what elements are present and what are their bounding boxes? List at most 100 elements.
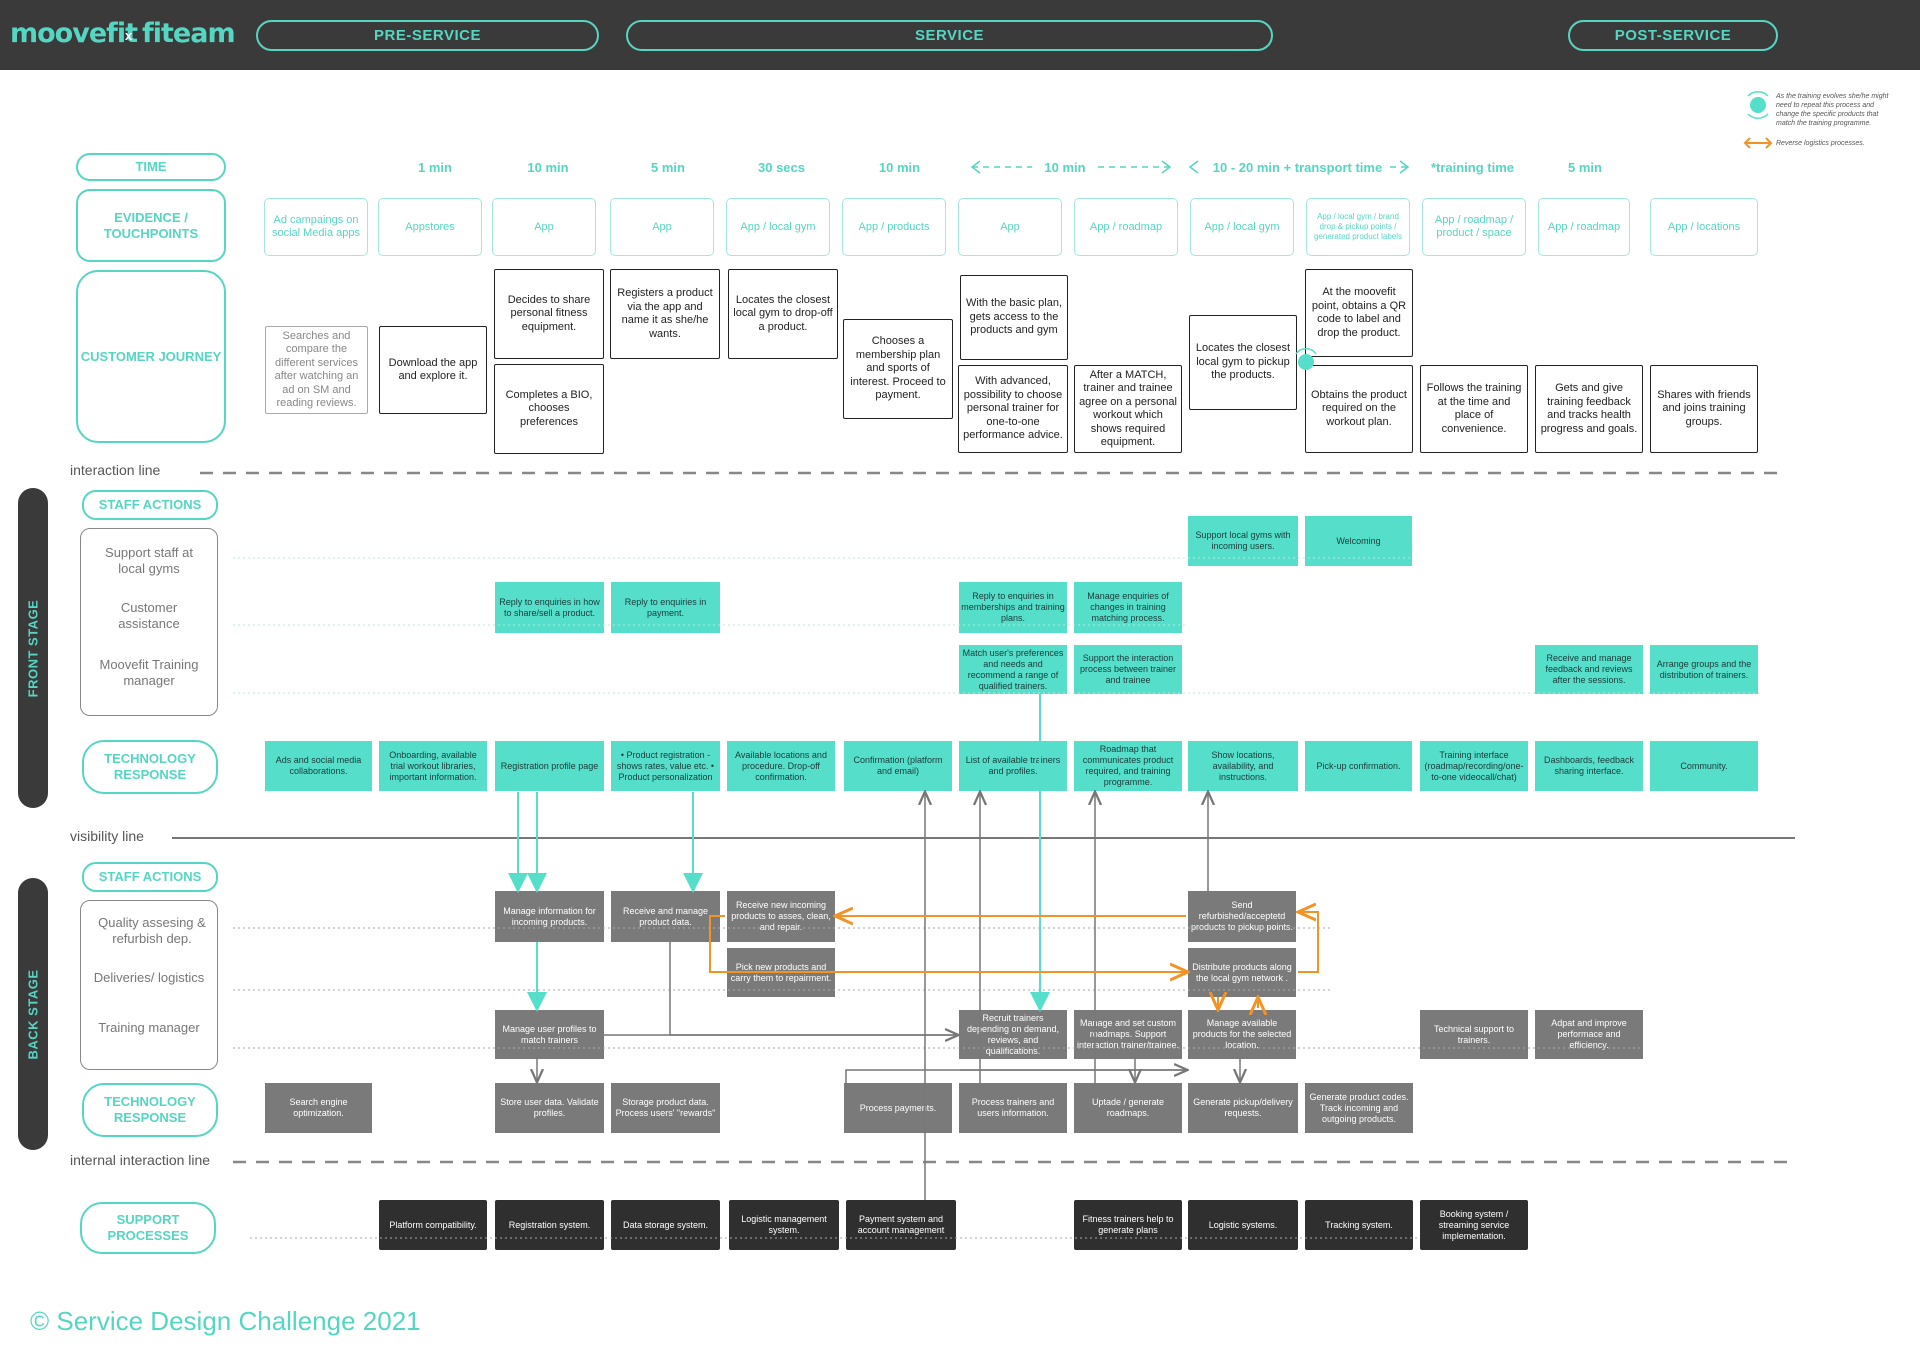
touchpoint-1: Ad campaings on social Media apps xyxy=(264,198,368,256)
back-send-refurb: Send refurbished/acceptetd products to p… xyxy=(1188,891,1296,942)
header-bar: moovefit x fiteam PRE-SERVICE SERVICE PO… xyxy=(0,0,1920,70)
journey-decides: Decides to share personal fitness equipm… xyxy=(494,269,604,359)
support-6: Fitness trainers help to generate plans xyxy=(1074,1200,1182,1250)
journey-follows-training: Follows the training at the time and pla… xyxy=(1420,365,1528,453)
support-1: Platform compatibility. xyxy=(379,1200,487,1250)
time-4: 30 secs xyxy=(758,160,805,175)
internal-line-label: internal interaction line xyxy=(70,1152,211,1168)
touchpoint-13: App / locations xyxy=(1650,198,1758,256)
tech-front-11: Training interface (roadmap/recording/on… xyxy=(1420,741,1528,791)
tech-back-process-trainers: Process trainers and users information. xyxy=(959,1083,1067,1133)
tech-back-seo: Search engine optimization. xyxy=(265,1083,372,1133)
support-3: Data storage system. xyxy=(611,1200,720,1250)
interaction-line-label: interaction line xyxy=(70,462,161,478)
back-distribute: Distribute products along the local gym … xyxy=(1188,948,1296,997)
support-processes: SUPPORT PROCESSES xyxy=(80,1202,216,1254)
journey-shares: Shares with friends and joins training g… xyxy=(1650,365,1758,453)
lane-customer-assistance: Customer assistance xyxy=(118,600,180,631)
touchpoint-2: Appstores xyxy=(378,198,482,256)
row-evidence: EVIDENCE / TOUCHPOINTS xyxy=(76,189,226,262)
touchpoint-7: App xyxy=(958,198,1062,256)
tech-back-generate-pickup: Generate pickup/delivery requests. xyxy=(1188,1083,1298,1133)
fiteam-logo: fiteam xyxy=(142,18,236,49)
journey-feedback: Gets and give training feedback and trac… xyxy=(1535,365,1643,453)
tech-front-4: • Product registration - shows rates, va… xyxy=(611,741,720,791)
tech-front-7: List of available trainers and profiles. xyxy=(959,741,1067,791)
time-7: 10 - 20 min + transport time xyxy=(1212,160,1383,175)
touchpoint-6: App / products xyxy=(842,198,946,256)
staff-actions-front: STAFF ACTIONS xyxy=(82,490,218,520)
back-receive-data: Receive and manage product data. xyxy=(611,891,720,942)
tech-front-5: Available locations and procedure. Drop-… xyxy=(727,741,835,791)
tech-front-2: Onboarding, available trial workout libr… xyxy=(379,741,487,791)
tech-front-3: Registration profile page xyxy=(495,741,604,791)
moovefit-logo: moovefit xyxy=(10,18,138,49)
front-stage-bar: FRONT STAGE xyxy=(18,488,48,808)
support-5: Payment system and account management xyxy=(846,1200,956,1250)
tech-back-generate-codes: Generate product codes. Track incoming a… xyxy=(1305,1083,1413,1133)
row-customer-journey: CUSTOMER JOURNEY xyxy=(76,270,226,443)
phase-post-service: POST-SERVICE xyxy=(1568,20,1778,51)
back-recruit: Recruit trainers depending on demand, re… xyxy=(959,1010,1067,1059)
journey-completes: Completes a BIO, chooses preferences xyxy=(494,364,604,454)
tech-back-storage: Storage product data. Process users' "re… xyxy=(611,1083,720,1133)
journey-advanced-plan: With advanced, possibility to choose per… xyxy=(958,365,1068,453)
phase-service: SERVICE xyxy=(626,20,1273,51)
phase-pre-service: PRE-SERVICE xyxy=(256,20,599,51)
front-stage-label: FRONT STAGE xyxy=(25,599,41,697)
back-receive-new: Receive new incoming products to asses, … xyxy=(727,891,835,942)
journey-chooses-plan: Chooses a membership plan and sports of … xyxy=(843,319,953,419)
lane-quality: Quality assesing & refurbish dep. xyxy=(98,915,206,946)
support-9: Booking system / streaming service imple… xyxy=(1420,1200,1528,1250)
staff-match-prefs: Match user's preferences and needs and r… xyxy=(959,645,1067,694)
journey-searches: Searches and compare the different servi… xyxy=(265,326,368,414)
touchpoint-3: App xyxy=(492,198,596,256)
lane-deliveries: Deliveries/ logistics xyxy=(93,970,205,985)
time-3: 5 min xyxy=(651,160,685,175)
staff-reply-share: Reply to enquiries in how to share/sell … xyxy=(495,582,604,633)
staff-support-interaction: Support the interaction process between … xyxy=(1074,645,1182,694)
staff-manage-changes: Manage enquiries of changes in training … xyxy=(1074,582,1182,633)
staff-arrange-groups: Arrange groups and the distribution of t… xyxy=(1650,645,1758,694)
time-6: 10 min xyxy=(1044,160,1086,175)
tech-response-front: TECHNOLOGY RESPONSE xyxy=(82,740,218,794)
staff-receive-feedback: Receive and manage feedback and reviews … xyxy=(1535,645,1643,694)
time-1: 1 min xyxy=(418,160,452,175)
front-lanes-group xyxy=(80,528,218,716)
time-8: *training time xyxy=(1430,160,1515,175)
touchpoint-5: App / local gym xyxy=(726,198,830,256)
journey-qr-code: At the moovefit point, obtains a QR code… xyxy=(1305,269,1413,357)
legend-reverse-text: Reverse logistics processes. xyxy=(1776,140,1865,147)
staff-support-gyms: Support local gyms with incoming users. xyxy=(1188,516,1298,566)
time-5: 10 min xyxy=(878,160,921,175)
back-adapt: Adpat and improve performace and efficie… xyxy=(1535,1010,1643,1059)
support-4: Logistic management system. xyxy=(729,1200,839,1250)
touchpoint-12: App / roadmap xyxy=(1538,198,1630,256)
visibility-line-label: visibility line xyxy=(70,828,144,844)
tech-front-8: Roadmap that communicates product requir… xyxy=(1074,741,1182,791)
back-manage-info: Manage information for incoming products… xyxy=(495,891,604,942)
journey-locates-dropoff: Locates the closest local gym to drop-of… xyxy=(728,269,838,359)
legend-repeat-text: As the training evolves she/he might nee… xyxy=(1776,93,1889,127)
time-2: 10 min xyxy=(527,160,569,175)
lane-training-manager: Moovefit Training manager xyxy=(99,657,199,688)
touchpoint-10: App / local gym / brand drop & pickup po… xyxy=(1306,198,1410,256)
tech-response-back: TECHNOLOGY RESPONSE xyxy=(82,1083,218,1137)
tech-back-store: Store user data. Validate profiles. xyxy=(495,1083,604,1133)
logo-separator: x xyxy=(125,28,133,43)
tech-front-12: Dashboards, feedback sharing interface. xyxy=(1535,741,1643,791)
touchpoint-11: App / roadmap / product / space xyxy=(1422,198,1526,256)
journey-obtains-product: Obtains the product required on the work… xyxy=(1305,365,1413,453)
touchpoint-9: App / local gym xyxy=(1190,198,1294,256)
staff-actions-back: STAFF ACTIONS xyxy=(82,862,218,892)
back-manage-profiles: Manage user profiles to match trainers xyxy=(495,1010,604,1059)
journey-registers: Registers a product via the app and name… xyxy=(610,269,720,359)
tech-front-9: Show locations, availability, and instru… xyxy=(1188,741,1298,791)
tech-front-1: Ads and social media collaborations. xyxy=(265,741,372,791)
tech-front-13: Community. xyxy=(1650,741,1758,791)
row-time: TIME xyxy=(76,153,226,181)
staff-reply-payment: Reply to enquiries in payment. xyxy=(611,582,720,633)
support-2: Registration system. xyxy=(495,1200,604,1250)
back-manage-roadmaps: Manage and set custom roadmaps. Support … xyxy=(1074,1010,1182,1059)
